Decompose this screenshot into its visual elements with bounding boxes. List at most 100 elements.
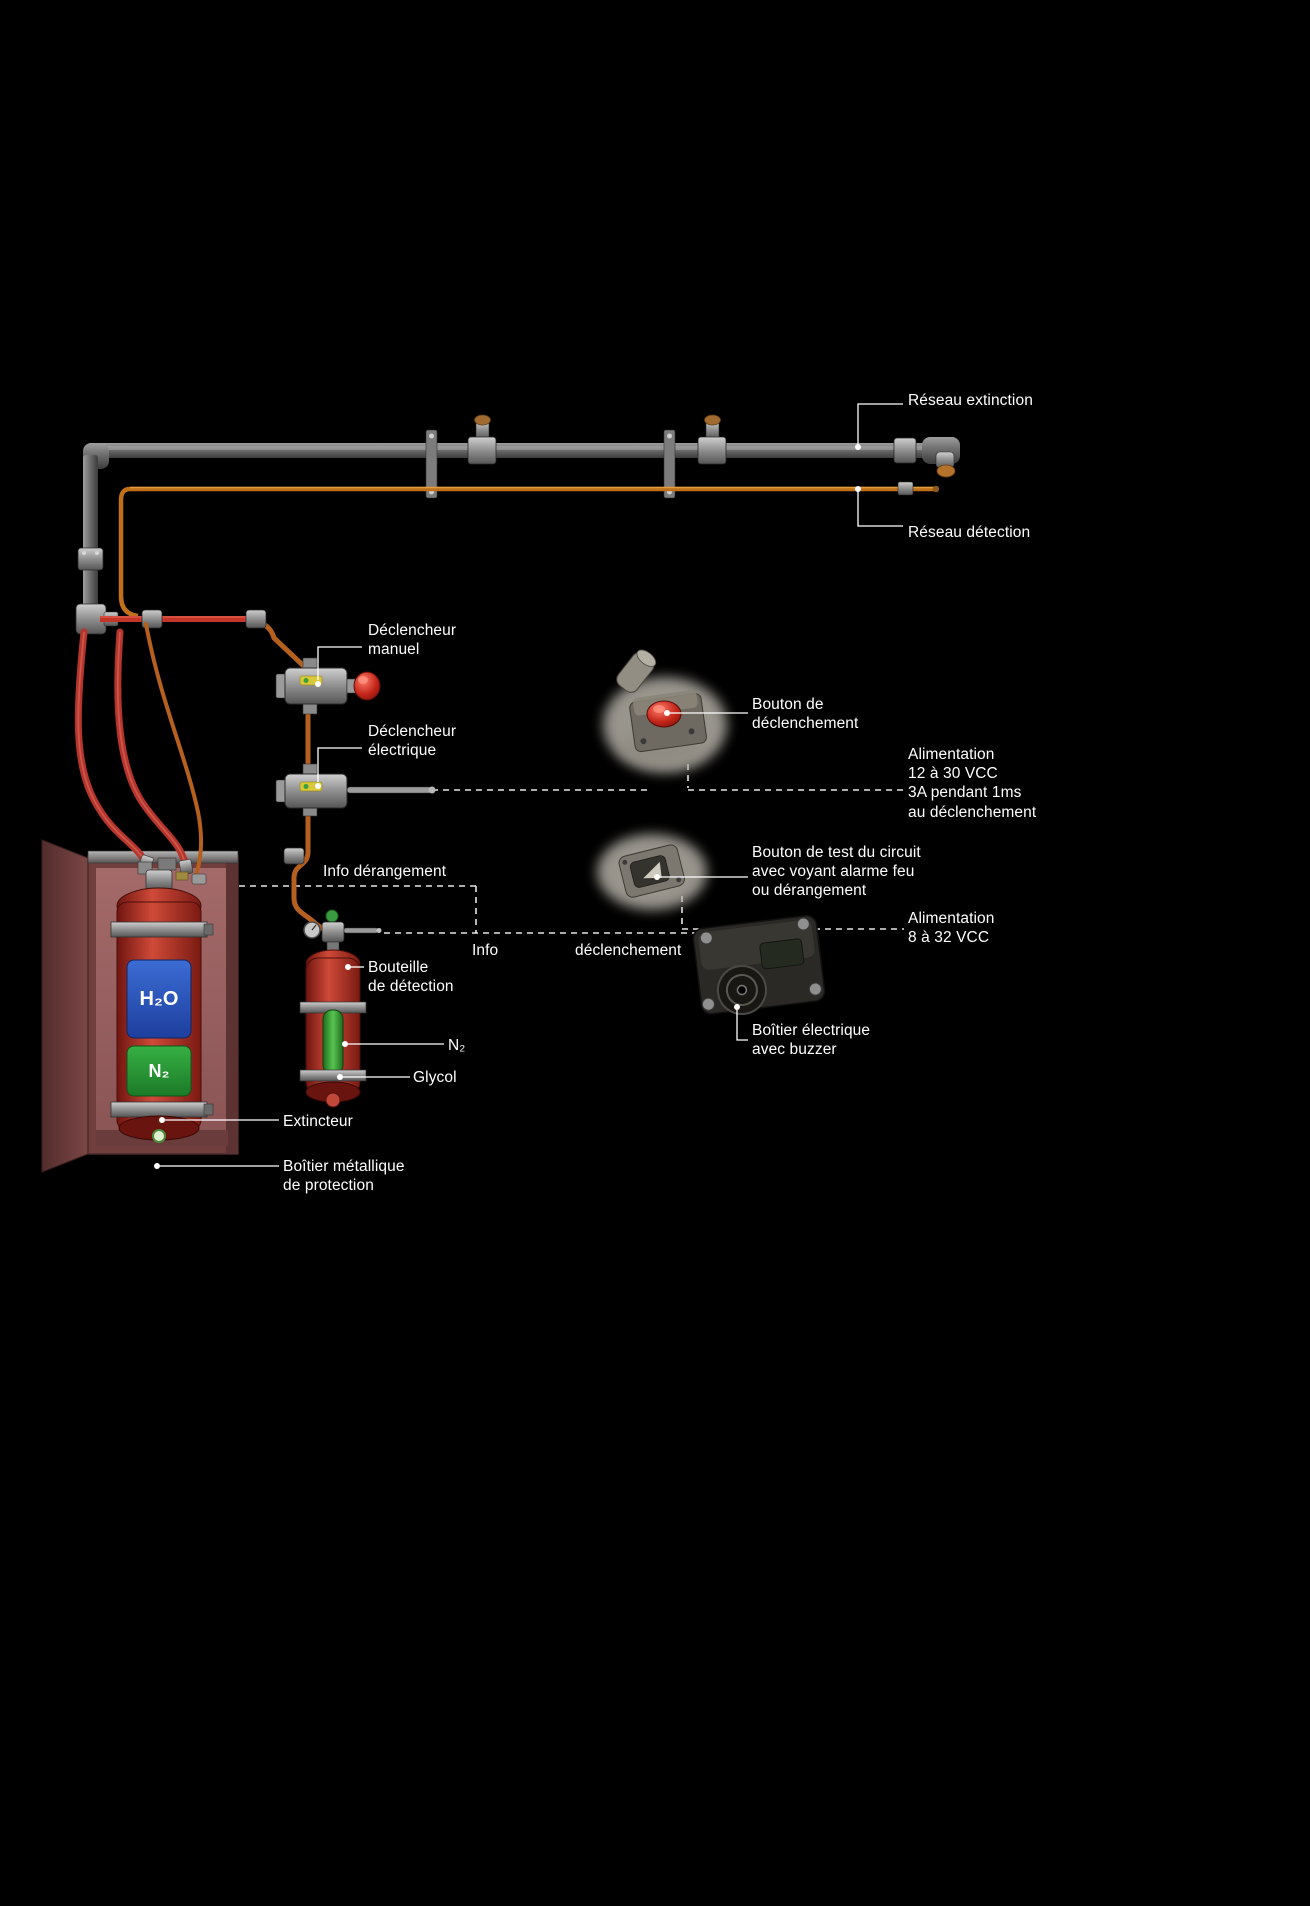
label-bouteille-detection: Bouteille de détection: [368, 959, 454, 996]
tank-marking-n2: N₂: [148, 1060, 170, 1081]
leader-boitier-electrique: [736, 1010, 748, 1041]
buzzer-post: [701, 997, 715, 1011]
manual-release-device: [275, 657, 381, 715]
label-reseau-extinction: Réseau extinction: [908, 392, 1033, 409]
detection-tube-network: [118, 481, 940, 619]
electric-release-indicator: [303, 784, 309, 789]
label-bouton-test: Bouton de test du circuit avec voyant al…: [752, 844, 921, 900]
trigger-red-button: [646, 700, 682, 728]
manual-release-indicator: [303, 678, 309, 683]
electric-release-rod-tip: [428, 786, 436, 794]
housing-screw: [688, 728, 695, 735]
extinguisher: [110, 857, 214, 1143]
clamp-band-bottom: [110, 1101, 208, 1118]
h2o-label-plate: [126, 959, 192, 1039]
gauge-needle: [311, 924, 317, 931]
leader-declencheur-manuel: [317, 646, 362, 680]
bottle-base-cap: [325, 1092, 341, 1108]
valve-collar: [145, 869, 173, 891]
pipe-coupling-left: [77, 547, 104, 571]
cabinet-right-wall: [226, 856, 238, 1154]
label-declenchement: déclenchement: [575, 942, 682, 959]
dot-bouton-test: [654, 874, 660, 880]
level-indicator: [152, 1129, 166, 1143]
bottle-stem-tip: [376, 928, 382, 933]
dot-boitier-metallique: [154, 1163, 160, 1169]
extinction-pipe-vertical: [83, 455, 98, 613]
electric-release-rod: [346, 786, 433, 794]
leader-reseau-detection: [857, 489, 903, 527]
dot-declencheur-electrique: [315, 783, 321, 789]
cabinet-door: [41, 839, 89, 1173]
dot-declencheur-manuel: [315, 681, 321, 687]
label-n2: N₂: [448, 1037, 466, 1054]
label-declencheur-manuel: Déclencheur manuel: [368, 622, 457, 659]
label-glycol: Glycol: [413, 1069, 457, 1086]
clamp-bolt-top: [203, 923, 214, 936]
n2-label-plate: [126, 1045, 192, 1097]
label-alimentation-8-32: Alimentation 8 à 32 VCC: [908, 910, 995, 947]
orange-branch-tube: [144, 622, 204, 878]
red-hose-2-highlight: [116, 631, 187, 869]
bottle-valve-knob: [325, 909, 339, 923]
bottle-band-bottom: [299, 1069, 367, 1082]
pipe-coupling-right: [893, 437, 917, 464]
dot-reseau-detection: [855, 486, 861, 492]
release-line: [100, 609, 332, 937]
bracket-bolt: [429, 433, 434, 439]
red-hose-2: [114, 628, 190, 872]
bracket-bolt: [667, 433, 672, 439]
buzzer-ring: [725, 974, 758, 1007]
coupling-bolt: [82, 551, 86, 555]
elbow-cap: [936, 464, 956, 478]
dot-extincteur: [159, 1117, 165, 1123]
buzzer-box: [692, 914, 826, 1016]
pipe-tee-2: [697, 436, 727, 465]
label-info: Info: [472, 942, 499, 959]
buzzer-post: [808, 982, 822, 996]
nozzle-cap-2: [704, 414, 721, 426]
red-hose-1-highlight: [77, 631, 147, 865]
dot-glycol: [337, 1074, 343, 1080]
extinction-pipe-horizontal: [96, 443, 950, 458]
bottle-valve-stem: [343, 927, 379, 934]
line-fitting-low: [283, 847, 305, 865]
test-button-device: [597, 834, 707, 910]
leader-lines: [160, 403, 903, 1167]
pipe-bracket-2: [663, 429, 676, 499]
coupling-bolt: [95, 551, 99, 555]
electric-release-device: [275, 763, 436, 817]
manual-release-knob-highlight: [358, 676, 368, 684]
label-boitier-metallique: Boîtier métallique de protection: [283, 1158, 405, 1195]
extinction-pipe-network: [75, 414, 960, 635]
dot-bouton-declenchement: [664, 710, 670, 716]
label-bouton-declenchement: Bouton de déclenchement: [752, 696, 859, 733]
label-extincteur: Extincteur: [283, 1113, 353, 1130]
valve-brass-fitting: [175, 871, 189, 881]
info-connector: [191, 873, 207, 885]
housing-screw: [640, 738, 647, 745]
label-boitier-electrique: Boîtier électrique avec buzzer: [752, 1022, 871, 1059]
buzzer-hole: [736, 984, 748, 996]
label-info-derangement: Info dérangement: [323, 863, 447, 880]
header-elbow-fitting: [245, 609, 267, 629]
label-alimentation-12-30: Alimentation 12 à 30 VCC 3A pendant 1ms …: [908, 746, 1037, 821]
bottle-valve-body: [321, 921, 345, 943]
hoses: [74, 622, 207, 885]
valve-part-2: [157, 857, 177, 871]
trigger-button-highlight: [653, 705, 665, 713]
dot-reseau-extinction: [855, 444, 861, 450]
bottle-sight-window: [322, 1009, 344, 1075]
clamp-bolt-bottom: [203, 1103, 214, 1116]
buzzer-pcb: [759, 938, 805, 970]
test-device-housing: [618, 844, 685, 898]
detection-bottle: [299, 909, 382, 1108]
leader-dots: [154, 444, 861, 1169]
trigger-button-device: [603, 649, 727, 773]
label-declencheur-electrique: Déclencheur électrique: [368, 723, 457, 760]
detection-tube-end: [932, 485, 940, 493]
red-hose-1: [74, 628, 150, 868]
leader-reseau-extinction: [857, 403, 903, 447]
